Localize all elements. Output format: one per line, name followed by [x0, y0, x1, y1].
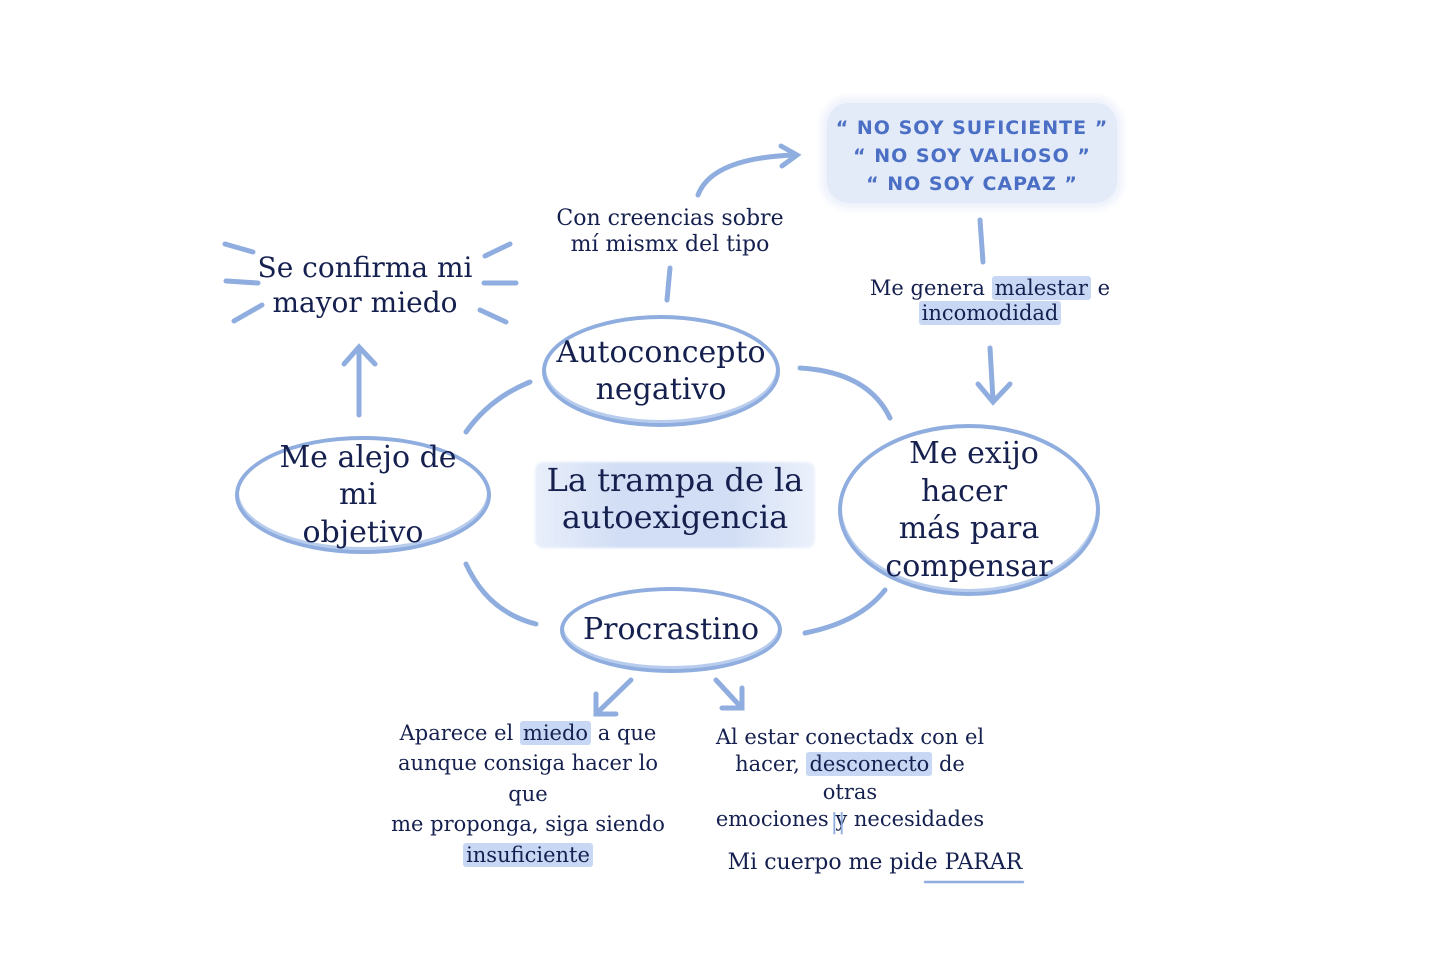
text-fragment: e: [1090, 276, 1111, 300]
node-label: negativo: [595, 372, 727, 407]
arc-procrastino-to-alejo: [463, 561, 539, 627]
node-label: Procrastino: [582, 612, 760, 648]
creencias-text: Con creencias sobre mí mismx del tipo: [545, 206, 795, 259]
text-line: Al estar conectadx con el: [715, 725, 985, 749]
equals-mark: ||: [830, 810, 846, 835]
conectadx-text: Al estar conectadx con el hacer, descone…: [705, 724, 995, 833]
belief-quote: “ NO SOY VALIOSO ”: [853, 145, 1091, 167]
cuerpo-text: Mi cuerpo me pide PARAR: [715, 850, 1035, 877]
line-autoconcepto-creencias: [664, 265, 673, 303]
center-title-line: La trampa de la: [546, 461, 804, 499]
creencias-line: mí mismx del tipo: [570, 232, 770, 258]
text-line: aunque consiga hacer lo que: [397, 751, 658, 806]
text-fragment: Mi cuerpo me pide: [727, 850, 945, 875]
text-line: me proponga, siga siendo: [391, 812, 665, 837]
node-label: compensar: [885, 548, 1053, 584]
node-label: Me alejo de mi: [279, 439, 457, 513]
node-me-alejo: Me alejo de mi objetivo: [235, 436, 491, 554]
node-label: más para: [898, 511, 1040, 546]
arc-autoconcepto-to-exijo: [797, 365, 893, 421]
text-fragment: a que: [591, 721, 657, 745]
beliefs-box: “ NO SOY SUFICIENTE ” “ NO SOY VALIOSO ”…: [827, 103, 1117, 203]
confirma-line: mayor miedo: [272, 286, 458, 319]
highlight-miedo: miedo: [519, 721, 592, 745]
highlight-incomodidad: incomodidad: [918, 301, 1062, 326]
parar-emphasis: PARAR: [944, 850, 1023, 875]
node-label: Autoconcepto: [556, 334, 766, 370]
miedo-text: Aparece el miedo a que aunque consiga ha…: [380, 718, 676, 870]
creencias-line: Con creencias sobre: [556, 206, 784, 231]
malestar-text: Me genera malestar e incomodidad: [860, 276, 1120, 326]
node-procrastino: Procrastino: [560, 587, 782, 673]
confirma-text: Se confirma mi mayor miedo: [255, 250, 475, 320]
arrow-malestar-exijo: [987, 345, 996, 403]
node-me-exijo: Me exijo hacer más para compensar: [838, 424, 1100, 596]
text-fragment: Aparece el: [399, 721, 520, 745]
text-fragment: de otras: [822, 752, 965, 804]
arc-alejo-to-autoconcepto: [463, 379, 533, 435]
node-label: objetivo: [302, 514, 424, 550]
arc-exijo-to-procrastino: [802, 587, 888, 636]
center-title-line: autoexigencia: [561, 497, 789, 536]
confirma-line: Se confirma mi: [257, 251, 473, 284]
center-title: La trampa de la autoexigencia: [530, 462, 820, 536]
arrow-procrastino-miedo: [595, 677, 634, 715]
arrow-creencias-quotes: [695, 152, 798, 198]
node-label: Me exijo hacer: [909, 436, 1039, 509]
text-fragment: hacer,: [735, 752, 807, 777]
highlight-malestar: malestar: [991, 276, 1091, 300]
text-fragment: Me genera: [869, 276, 992, 300]
node-autoconcepto-negativo: Autoconcepto negativo: [542, 315, 780, 427]
arrow-procrastino-conectadx: [713, 677, 743, 709]
text-line: emociones y necesidades: [715, 806, 985, 831]
highlight-insuficiente: insuficiente: [463, 842, 593, 867]
highlight-desconecto: desconecto: [806, 752, 933, 777]
belief-quote: “ NO SOY SUFICIENTE ”: [835, 117, 1109, 139]
line-quotes-malestar: [977, 217, 986, 265]
belief-quote: “ NO SOY CAPAZ ”: [866, 173, 1078, 195]
title-highlight: [535, 462, 815, 548]
